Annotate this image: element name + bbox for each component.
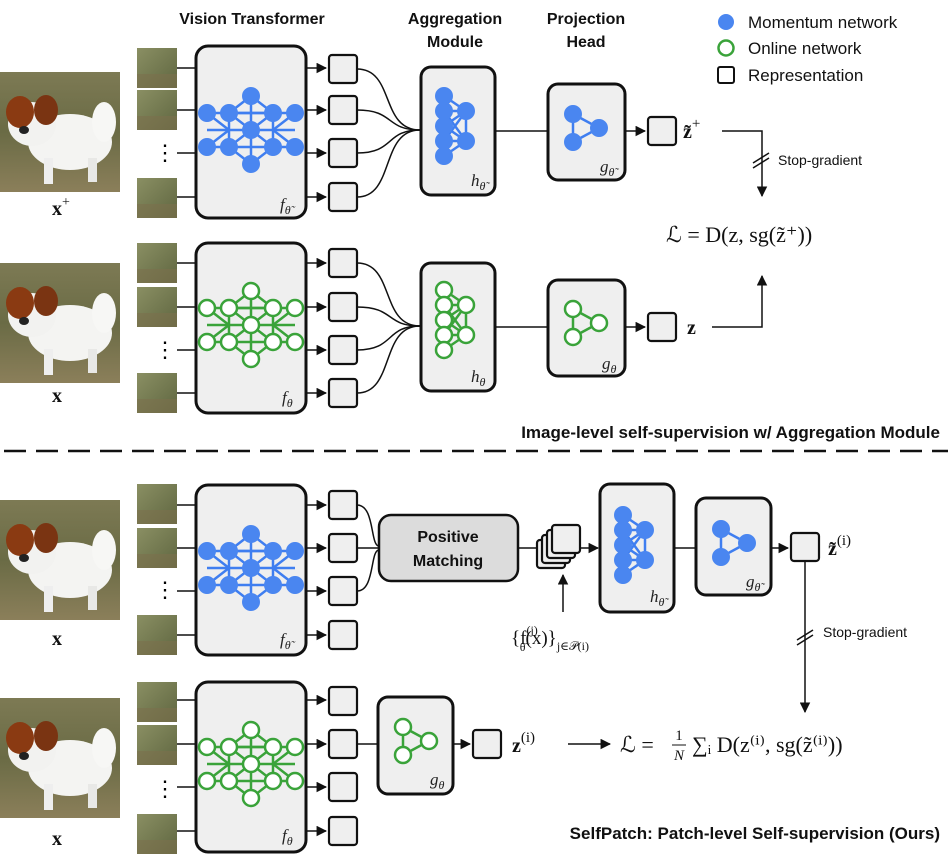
patch-photo	[137, 615, 177, 655]
rep-box	[327, 815, 359, 847]
loss-frac-num: 1	[675, 728, 683, 744]
proj-online-label: gθ	[602, 354, 617, 376]
rep-box	[327, 619, 359, 651]
dots-patches: ⋮	[154, 577, 176, 602]
header-projection-2: Head	[566, 34, 605, 51]
z-rep-box-bottom	[471, 728, 503, 760]
rep-box	[327, 685, 359, 717]
z-tilde-label: z̃+	[683, 116, 700, 143]
patch-photo	[137, 287, 177, 327]
legend-representation-label: Representation	[748, 66, 863, 85]
patch-photo	[137, 725, 177, 765]
positive-matching-box	[377, 513, 520, 583]
dots-patches: ⋮	[154, 337, 176, 362]
stop-gradient-label-bottom: Stop-gradient	[823, 624, 907, 640]
rep-box	[327, 247, 359, 279]
dog-photo-anchor	[0, 698, 120, 818]
rep-box	[327, 377, 359, 409]
vit-momentum-label: fθ̃	[280, 195, 296, 217]
legend-online-label: Online network	[748, 39, 862, 58]
agg-online-box	[419, 261, 497, 393]
legend-representation-icon	[717, 66, 735, 84]
loss-bottom: ℒ =	[620, 732, 654, 757]
patch-photo	[137, 90, 177, 130]
stop-gradient-label-top: Stop-gradient	[778, 152, 862, 168]
patch-photo	[137, 814, 177, 854]
proj-momentum-label-bottom: gθ̃	[746, 572, 765, 594]
patch-photo	[137, 243, 177, 283]
rep-box	[327, 575, 359, 607]
rep-box	[327, 771, 359, 803]
z-tilde-rep-box	[646, 115, 678, 147]
legend-momentum-icon	[718, 14, 734, 30]
dots-patches: ⋮	[154, 140, 176, 165]
header-projection-1: Projection	[547, 11, 625, 28]
rep-box	[327, 94, 359, 126]
img-label-bottom-1: x	[52, 628, 62, 650]
rep-box	[327, 334, 359, 366]
agg-label-bottom: hθ̃	[650, 587, 669, 609]
legend-momentum-label: Momentum network	[748, 13, 898, 32]
header-aggregation-2: Module	[427, 34, 483, 51]
agg-online-label: hθ	[471, 367, 486, 389]
z-label: z	[687, 317, 696, 339]
positive-set-label: {f(j)θ̃(x)}j∈𝒫(i)	[511, 623, 589, 654]
loss-frac-den: N	[673, 748, 685, 764]
dots-patches: ⋮	[154, 776, 176, 801]
agg-momentum-label: hθ̃	[471, 171, 490, 193]
rep-box	[327, 137, 359, 169]
proj-momentum-box-bottom	[694, 496, 773, 597]
rep-box	[327, 53, 359, 85]
loss-top: ℒ = D(z, sg(z̃⁺))	[666, 222, 812, 247]
rep-box	[327, 489, 359, 521]
header-vision-transformer: Vision Transformer	[179, 11, 325, 28]
rep-box	[327, 532, 359, 564]
loss-bottom-rest: ∑ᵢ D(z⁽ⁱ⁾, sg(z̃⁽ⁱ⁾))	[692, 732, 843, 757]
img-pos-label: x+	[52, 195, 70, 220]
patch-photo	[137, 528, 177, 568]
patch-photo	[137, 484, 177, 524]
dog-photo-anchor	[0, 263, 120, 383]
dog-photo-positive	[0, 72, 120, 192]
patch-photo	[137, 178, 177, 218]
patch-photo	[137, 682, 177, 722]
z-rep-box	[646, 311, 678, 343]
img-label: x	[52, 385, 62, 407]
caption-top: Image-level self-supervision w/ Aggregat…	[521, 423, 940, 442]
proj-online-label-bottom: gθ	[430, 770, 445, 792]
rep-box	[327, 181, 359, 213]
vit-online-label-bottom: fθ	[282, 826, 293, 848]
z-tilde-label-bottom: z̃(i)	[828, 533, 851, 560]
rep-box	[327, 728, 359, 760]
proj-momentum-label: gθ̃	[600, 157, 619, 179]
header-aggregation-1: Aggregation	[408, 11, 502, 28]
z-tilde-rep-box-bottom	[789, 531, 821, 563]
rep-box	[327, 291, 359, 323]
legend-online-icon	[717, 39, 735, 57]
patch-photo	[137, 48, 177, 88]
img-label-bottom-2: x	[52, 828, 62, 850]
vit-online-label: fθ	[282, 388, 293, 410]
dog-photo-anchor	[0, 500, 120, 620]
stacked-rep-box	[550, 523, 582, 555]
vit-momentum-label-bottom: fθ̃	[280, 630, 296, 652]
positive-matching-label-2: Matching	[413, 553, 483, 570]
caption-bottom: SelfPatch: Patch-level Self-supervision …	[570, 824, 940, 843]
positive-matching-label-1: Positive	[417, 529, 478, 546]
patch-photo	[137, 373, 177, 413]
z-label-bottom: z(i)	[512, 730, 535, 757]
